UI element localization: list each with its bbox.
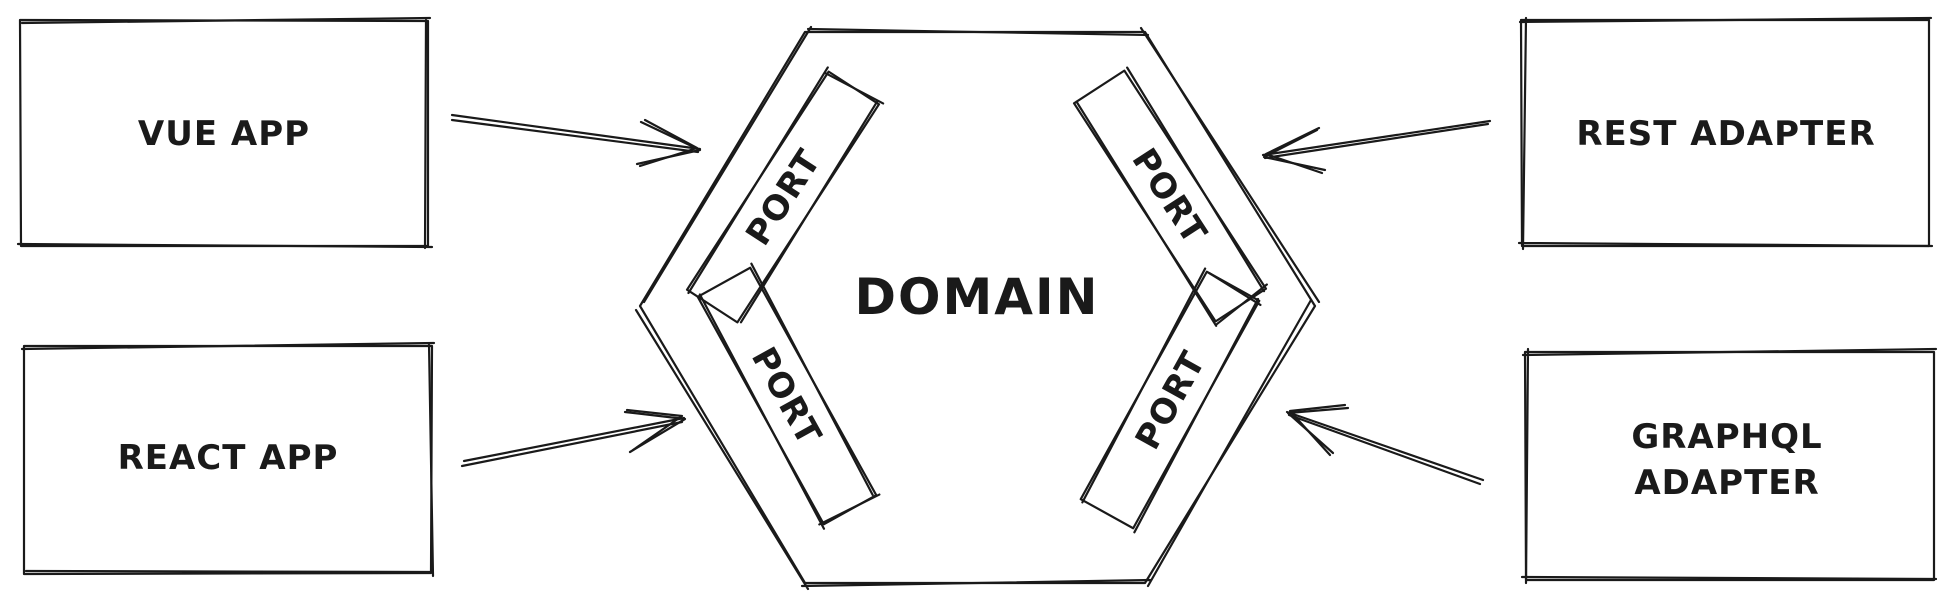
domain-label: DOMAIN: [855, 268, 1100, 326]
rest-adapter-label: REST ADAPTER: [1576, 114, 1875, 154]
port-lower-left: PORT: [696, 262, 881, 530]
arrow-react-to-domain: [460, 408, 687, 468]
vue-app-box: VUE APP: [16, 16, 434, 250]
port-label-lower-right: PORT: [1128, 345, 1214, 457]
port-label-upper-right: PORT: [1124, 141, 1215, 251]
port-label-upper-left: PORT: [738, 142, 829, 252]
domain-hexagon: DOMAIN: [634, 25, 1321, 591]
graphql-adapter-box: GRAPHQL ADAPTER: [1520, 347, 1938, 585]
graphql-adapter-label-line2: ADAPTER: [1634, 463, 1819, 503]
rest-adapter-box: REST ADAPTER: [1517, 16, 1934, 251]
react-app-label: REACT APP: [118, 438, 339, 478]
port-label-lower-left: PORT: [743, 341, 829, 453]
arrow-rest-to-domain: [1261, 119, 1492, 175]
vue-app-label: VUE APP: [138, 114, 310, 154]
react-app-box: REACT APP: [20, 341, 436, 578]
port-upper-right: PORT: [1072, 66, 1268, 327]
arrow-graphql-to-domain: [1285, 403, 1485, 486]
graphql-adapter-label-line1: GRAPHQL: [1631, 417, 1822, 457]
arrow-vue-to-domain: [450, 113, 702, 168]
